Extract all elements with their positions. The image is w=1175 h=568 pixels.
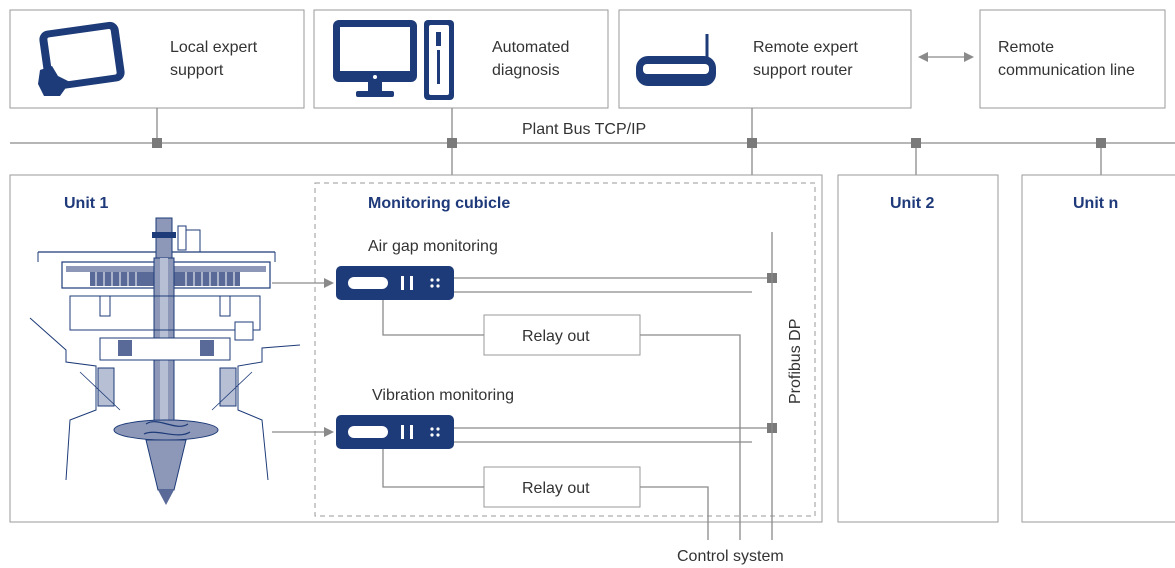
local-expert-label-1: Local expert [170, 39, 258, 56]
relay-out-label-1: Relay out [522, 328, 590, 345]
router-icon [636, 34, 716, 86]
remote-router-label-1: Remote expert [753, 39, 858, 56]
tower-icon [424, 20, 454, 100]
arrow-to-vibration [272, 427, 334, 437]
double-arrow-icon [918, 52, 974, 62]
bus-node [747, 138, 757, 148]
remote-router-label-2: support router [753, 62, 853, 79]
unit2-box [837, 174, 999, 523]
remote-line-label-2: communication line [998, 62, 1135, 79]
automated-diagnosis-label-2: diagnosis [492, 62, 560, 79]
relay-out-label-2: Relay out [522, 480, 590, 497]
bus-node [152, 138, 162, 148]
automated-diagnosis-label-1: Automated [492, 39, 569, 56]
plant-bus-label: Plant Bus TCP/IP [522, 121, 646, 138]
remote-line-box [979, 9, 1166, 109]
monitor-icon [333, 20, 417, 97]
vibration-monitoring-label: Vibration monitoring [372, 387, 514, 404]
airgap-monitoring-device-icon [336, 266, 454, 300]
unitn-box [1021, 174, 1175, 523]
local-expert-line1: Local expert [170, 39, 258, 56]
bus-node [447, 138, 457, 148]
arrow-to-airgap [272, 278, 334, 288]
air-gap-monitoring-label: Air gap monitoring [368, 238, 498, 255]
vibration-monitoring-device-icon [336, 415, 454, 449]
monitoring-cubicle-label: Monitoring cubicle [368, 195, 510, 212]
relay-out-box-2 [483, 466, 641, 508]
unitn-label: Unit n [1073, 195, 1118, 212]
control-system-label: Control system [677, 548, 784, 565]
tablet-icon [38, 21, 125, 96]
unit1-label: Unit 1 [64, 195, 109, 212]
bus-node [911, 138, 921, 148]
relay-out-box-1 [483, 314, 641, 356]
bus-node [1096, 138, 1106, 148]
unit2-label: Unit 2 [890, 195, 935, 212]
monitoring-cubicle-box [314, 182, 816, 517]
profibus-label: Profibus DP [787, 319, 804, 404]
local-expert-label-2: support [170, 62, 224, 79]
turbine-generator-illustration [29, 217, 301, 505]
remote-line-label-1: Remote [998, 39, 1054, 56]
